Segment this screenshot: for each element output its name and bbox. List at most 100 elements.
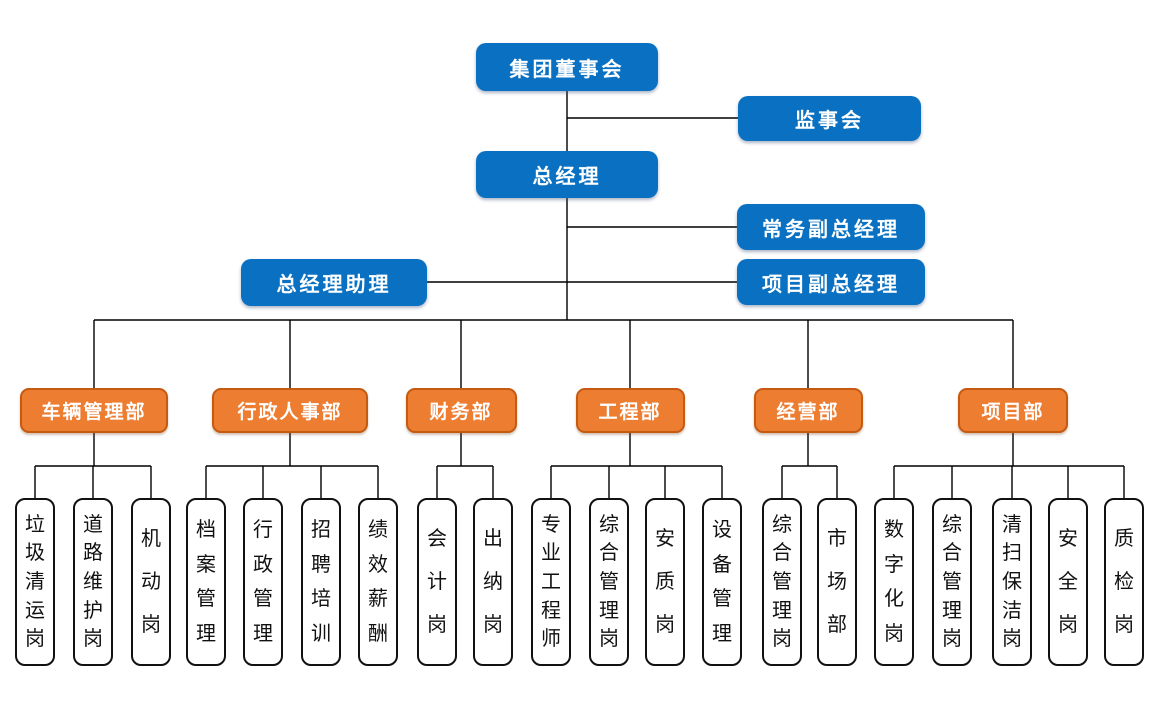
position-char: 管 bbox=[942, 570, 962, 593]
position-char: 理 bbox=[196, 622, 216, 645]
position-node: 综合管理岗 bbox=[589, 498, 629, 666]
position-char: 岗 bbox=[599, 628, 619, 651]
position-node: 会计岗 bbox=[417, 498, 457, 666]
position-char: 综 bbox=[772, 513, 792, 536]
node-board: 集团董事会 bbox=[476, 43, 658, 91]
position-node: 招聘培训 bbox=[301, 498, 341, 666]
position-char: 薪 bbox=[368, 588, 388, 611]
position-node: 档案管理 bbox=[186, 498, 226, 666]
position-char: 部 bbox=[827, 614, 847, 636]
position-char: 机 bbox=[141, 528, 161, 550]
position-char: 合 bbox=[599, 542, 619, 565]
department-node: 项目部 bbox=[958, 388, 1068, 433]
position-char: 理 bbox=[942, 599, 962, 622]
position-char: 计 bbox=[427, 571, 447, 593]
position-char: 字 bbox=[884, 553, 904, 576]
position-char: 垃 bbox=[25, 513, 45, 536]
position-char: 设 bbox=[712, 519, 732, 542]
position-char: 岗 bbox=[1058, 614, 1078, 636]
position-node: 道路维护岗 bbox=[73, 498, 113, 666]
position-node: 清扫保洁岗 bbox=[992, 498, 1032, 666]
position-char: 理 bbox=[599, 599, 619, 622]
position-node: 质检岗 bbox=[1104, 498, 1144, 666]
position-node: 行政管理 bbox=[243, 498, 283, 666]
position-char: 训 bbox=[311, 622, 331, 645]
department-node: 财务部 bbox=[405, 388, 517, 433]
position-char: 管 bbox=[712, 588, 732, 611]
position-char: 业 bbox=[541, 542, 561, 565]
position-char: 案 bbox=[196, 553, 216, 576]
department-node: 工程部 bbox=[575, 388, 685, 433]
position-char: 质 bbox=[655, 571, 675, 593]
position-char: 清 bbox=[1002, 513, 1022, 536]
position-char: 路 bbox=[83, 542, 103, 565]
position-char: 场 bbox=[827, 571, 847, 593]
position-char: 岗 bbox=[655, 614, 675, 636]
position-char: 岗 bbox=[772, 628, 792, 651]
position-node: 综合管理岗 bbox=[762, 498, 802, 666]
position-char: 综 bbox=[942, 513, 962, 536]
position-char: 岗 bbox=[1002, 628, 1022, 651]
position-node: 专业工程师 bbox=[531, 498, 571, 666]
department-node: 车辆管理部 bbox=[20, 388, 168, 433]
position-char: 出 bbox=[483, 528, 503, 550]
position-char: 招 bbox=[311, 519, 331, 542]
position-char: 绩 bbox=[368, 519, 388, 542]
position-node: 市场部 bbox=[817, 498, 857, 666]
position-char: 管 bbox=[196, 588, 216, 611]
department-node: 行政人事部 bbox=[212, 388, 368, 433]
position-char: 数 bbox=[884, 519, 904, 542]
position-node: 机动岗 bbox=[131, 498, 171, 666]
position-char: 岗 bbox=[141, 614, 161, 636]
position-char: 综 bbox=[599, 513, 619, 536]
position-char: 动 bbox=[141, 571, 161, 593]
position-node: 出纳岗 bbox=[473, 498, 513, 666]
position-char: 岗 bbox=[942, 628, 962, 651]
position-node: 绩效薪酬 bbox=[358, 498, 398, 666]
position-char: 清 bbox=[25, 570, 45, 593]
position-char: 安 bbox=[1058, 528, 1078, 550]
position-char: 聘 bbox=[311, 553, 331, 576]
node-project-deputy-gm: 项目副总经理 bbox=[737, 259, 925, 305]
position-char: 师 bbox=[541, 628, 561, 651]
department-node: 经营部 bbox=[753, 388, 863, 433]
position-char: 理 bbox=[712, 622, 732, 645]
node-executive-deputy-gm: 常务副总经理 bbox=[737, 204, 925, 250]
position-node: 垃圾清运岗 bbox=[15, 498, 55, 666]
node-gm-assistant: 总经理助理 bbox=[241, 259, 427, 306]
position-char: 岗 bbox=[1114, 614, 1134, 636]
position-char: 工 bbox=[541, 570, 561, 593]
position-char: 安 bbox=[655, 528, 675, 550]
position-char: 市 bbox=[827, 528, 847, 550]
position-char: 保 bbox=[1002, 570, 1022, 593]
position-char: 培 bbox=[311, 588, 331, 611]
position-char: 理 bbox=[772, 599, 792, 622]
position-char: 纳 bbox=[483, 571, 503, 593]
position-char: 酬 bbox=[368, 622, 388, 645]
position-char: 岗 bbox=[427, 614, 447, 636]
position-char: 备 bbox=[712, 553, 732, 576]
position-char: 合 bbox=[772, 542, 792, 565]
position-char: 程 bbox=[541, 599, 561, 622]
position-char: 效 bbox=[368, 553, 388, 576]
position-node: 综合管理岗 bbox=[932, 498, 972, 666]
position-char: 岗 bbox=[83, 628, 103, 651]
position-char: 会 bbox=[427, 528, 447, 550]
position-char: 维 bbox=[83, 570, 103, 593]
position-char: 检 bbox=[1114, 571, 1134, 593]
position-char: 化 bbox=[884, 588, 904, 611]
position-node: 安全岗 bbox=[1048, 498, 1088, 666]
node-general-manager: 总经理 bbox=[476, 151, 658, 198]
position-char: 道 bbox=[83, 513, 103, 536]
position-char: 管 bbox=[772, 570, 792, 593]
position-char: 岗 bbox=[483, 614, 503, 636]
position-char: 圾 bbox=[25, 542, 45, 565]
position-node: 数字化岗 bbox=[874, 498, 914, 666]
position-char: 行 bbox=[253, 519, 273, 542]
position-char: 扫 bbox=[1002, 542, 1022, 565]
position-char: 岗 bbox=[884, 622, 904, 645]
position-char: 洁 bbox=[1002, 599, 1022, 622]
position-char: 管 bbox=[253, 588, 273, 611]
